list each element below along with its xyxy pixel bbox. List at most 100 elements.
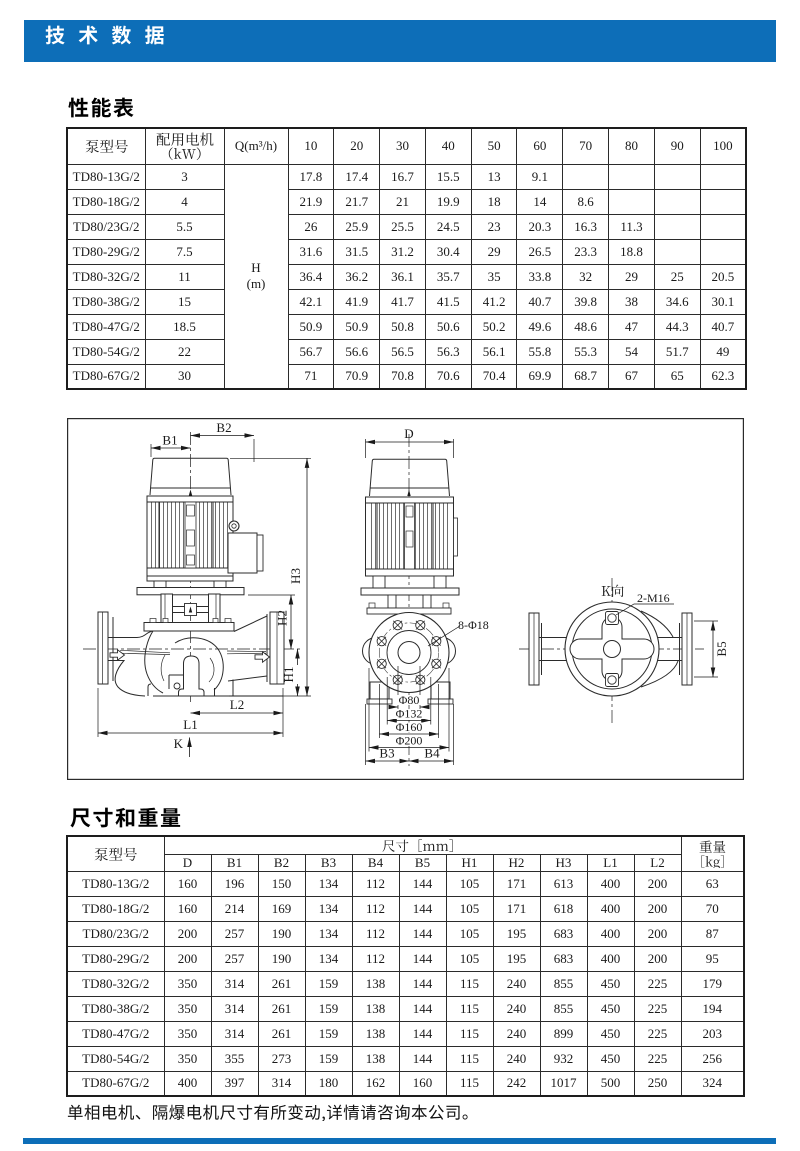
power-cell: 3: [144, 163, 225, 190]
dim-value-cell: 400: [586, 945, 635, 972]
dim-label-b5: B5: [714, 641, 729, 656]
dim-value-cell: 355: [210, 1045, 259, 1072]
dim-label-l1: L1: [183, 717, 197, 732]
head-value-cell: 30.4: [424, 238, 472, 265]
head-value-cell: 26: [287, 213, 335, 240]
col-header-L2: L2: [633, 853, 682, 872]
dim-label-l2: L2: [230, 697, 244, 712]
k-direction-view: 2-M16 B5: [519, 578, 729, 723]
head-value-cell: 65: [653, 363, 701, 390]
head-value-cell: 56.5: [379, 338, 426, 365]
dim-value-cell: 1017: [539, 1070, 588, 1097]
dim-value-cell: 200: [633, 920, 682, 947]
col-header-H1: H1: [445, 853, 494, 872]
head-value-cell: 31.5: [333, 238, 381, 265]
head-value-cell: 40.7: [699, 313, 747, 340]
dim-value-cell: 240: [492, 1045, 541, 1072]
head-value-cell: 49: [699, 338, 747, 365]
model-cell: TD80-29G/2: [66, 945, 165, 972]
head-value-cell: 24.5: [424, 213, 472, 240]
dim-value-cell: 162: [351, 1070, 400, 1097]
head-value-cell: 54: [608, 338, 655, 365]
model-cell: TD80/23G/2: [66, 213, 146, 240]
dim-value-cell: 190: [257, 945, 306, 972]
bolt-holes: [376, 620, 442, 685]
dim-value-cell: 115: [445, 995, 494, 1022]
head-value-cell: 36.1: [379, 263, 426, 290]
label-bolt-hole-note: 8-Φ18: [458, 618, 489, 632]
dim-value-cell: 160: [163, 895, 212, 922]
label-tapped-hole-note: 2-M16: [637, 591, 670, 605]
dim-value-cell: 134: [304, 920, 353, 947]
head-value-cell: 25.9: [333, 213, 381, 240]
weight-header-line2: [692, 854, 733, 868]
dim-value-cell: 112: [351, 895, 400, 922]
head-value-cell: 47: [608, 313, 655, 340]
head-value-cell: 32: [562, 263, 610, 290]
dim-value-cell: 144: [398, 970, 447, 997]
head-value-cell: 16.3: [562, 213, 610, 240]
col-header-flow: Q(m³/h): [223, 127, 289, 165]
head-value-cell: [653, 163, 701, 190]
head-value-cell: 41.2: [470, 288, 518, 315]
head-value-cell: 35: [470, 263, 518, 290]
col-header-flow-90: 90: [653, 127, 701, 165]
model-cell: TD80-38G/2: [66, 288, 146, 315]
head-value-cell: 20.5: [699, 263, 747, 290]
head-value-cell: 14: [516, 188, 564, 215]
col-header-B3: B3: [304, 853, 353, 872]
dim-value-cell: 144: [398, 945, 447, 972]
col-header-flow-50: 50: [470, 127, 518, 165]
head-value-cell: [699, 238, 747, 265]
head-value-cell: 21.7: [333, 188, 381, 215]
head-value-cell: 70.9: [333, 363, 381, 390]
dim-value-cell: 115: [445, 1070, 494, 1097]
head-value-cell: 31.6: [287, 238, 335, 265]
col-header-flow-30: 30: [379, 127, 426, 165]
dim-label-b2: B2: [216, 420, 231, 435]
model2-header-label: [94, 847, 138, 862]
dim-value-cell: 160: [163, 870, 212, 897]
head-value-cell: 56.3: [424, 338, 472, 365]
head-value-cell: 19.9: [424, 188, 472, 215]
dim-value-cell: 200: [633, 945, 682, 972]
dim-value-cell: 242: [492, 1070, 541, 1097]
dim-value-cell: 683: [539, 945, 588, 972]
dim-value-cell: 144: [398, 995, 447, 1022]
power-cell: 22: [144, 338, 225, 365]
dim-value-cell: 200: [163, 920, 212, 947]
dim-value-cell: 899: [539, 1020, 588, 1047]
dim-label-b1: B1: [162, 433, 177, 448]
dim-value-cell: 400: [586, 895, 635, 922]
col-header-model: [66, 127, 146, 165]
head-value-cell: 17.4: [333, 163, 381, 190]
head-value-cell: [653, 213, 701, 240]
dim-label-k: K: [174, 736, 184, 751]
head-value-cell: 23.3: [562, 238, 610, 265]
dim-label-b3: B3: [379, 746, 394, 761]
dim-value-cell: 115: [445, 1020, 494, 1047]
head-value-cell: 33.8: [516, 263, 564, 290]
head-value-cell: 9.1: [516, 163, 564, 190]
head-value-cell: 20.3: [516, 213, 564, 240]
dim-value-cell: 115: [445, 1045, 494, 1072]
weight-cell: 194: [680, 995, 745, 1022]
head-value-cell: 8.6: [562, 188, 610, 215]
pump-dimension-drawing: .ln{stroke:#2b2b2b;stroke-width:1;fill:n…: [67, 418, 744, 780]
dim-value-cell: 257: [210, 920, 259, 947]
model-cell: TD80/23G/2: [66, 920, 165, 947]
head-value-cell: 56.7: [287, 338, 335, 365]
dim-value-cell: 273: [257, 1045, 306, 1072]
dim-value-cell: 225: [633, 970, 682, 997]
dim-value-cell: 138: [351, 970, 400, 997]
col-header-flow-40: 40: [424, 127, 472, 165]
head-value-cell: [608, 163, 655, 190]
